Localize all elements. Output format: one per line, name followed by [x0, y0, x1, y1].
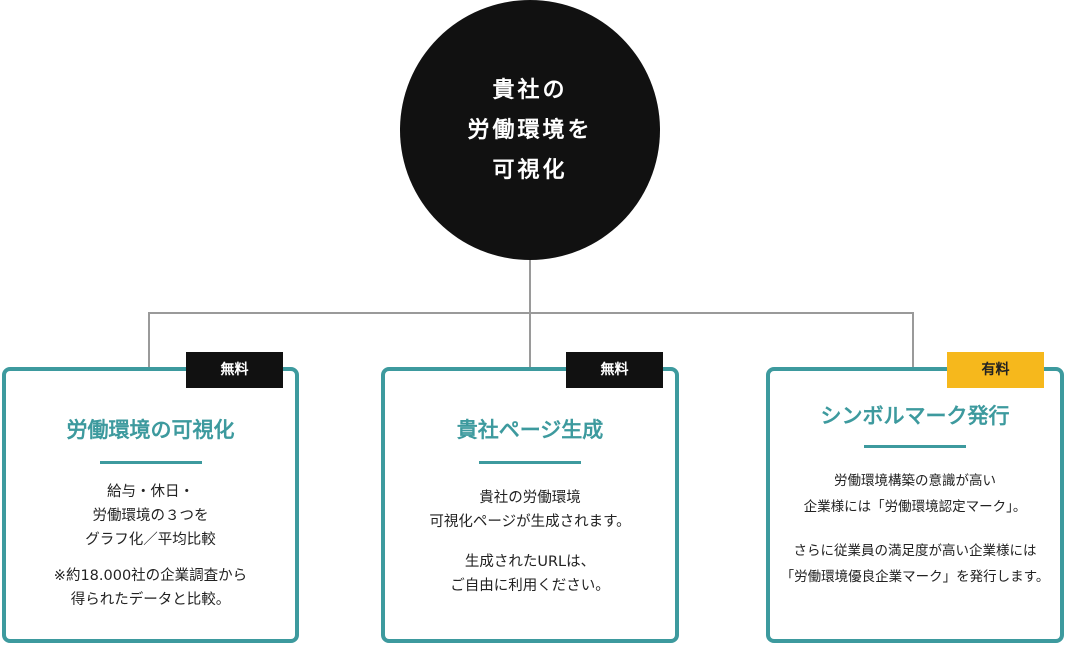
card-title: 貴社ページ生成	[456, 418, 604, 442]
paid-badge: 有料	[947, 352, 1044, 388]
card-title: シンボルマーク発行	[820, 404, 1010, 428]
card-visualization: 無料 労働環境の可視化 給与・休日・ 労働環境の３つを グラフ化／平均比較 ※約…	[2, 352, 299, 643]
card-company-page: 無料 貴社ページ生成 貴社の労働環境 可視化ページが生成されます。 生成されたU…	[381, 352, 679, 643]
title-underline	[479, 461, 581, 464]
center-circle: 貴社の 労働環境を 可視化	[400, 0, 660, 260]
card-description: 貴社の労働環境 可視化ページが生成されます。	[429, 490, 631, 530]
free-badge: 無料	[186, 352, 283, 388]
card-description: 給与・休日・ 労働環境の３つを グラフ化／平均比較	[85, 484, 216, 548]
title-underline	[99, 461, 202, 464]
card-note: ※約18.000社の企業調査から 得られたデータと比較。	[53, 568, 248, 608]
card-note: 生成されたURLは、 ご自由に利用ください。	[450, 554, 610, 594]
card-description: 労働環境構築の意識が高い 企業様には「労働環境認定マーク」。	[803, 473, 1027, 515]
center-title: 貴社の 労働環境を 可視化	[467, 78, 593, 183]
title-underline	[864, 445, 966, 448]
card-title: 労働環境の可視化	[66, 418, 235, 442]
card-symbol-mark: 有料 シンボルマーク発行 労働環境構築の意識が高い 企業様には「労働環境認定マー…	[766, 352, 1064, 643]
free-badge: 無料	[566, 352, 663, 388]
card-note: さらに従業員の満足度が高い企業様には 「労働環境優良企業マーク」を発行します。	[780, 543, 1050, 585]
